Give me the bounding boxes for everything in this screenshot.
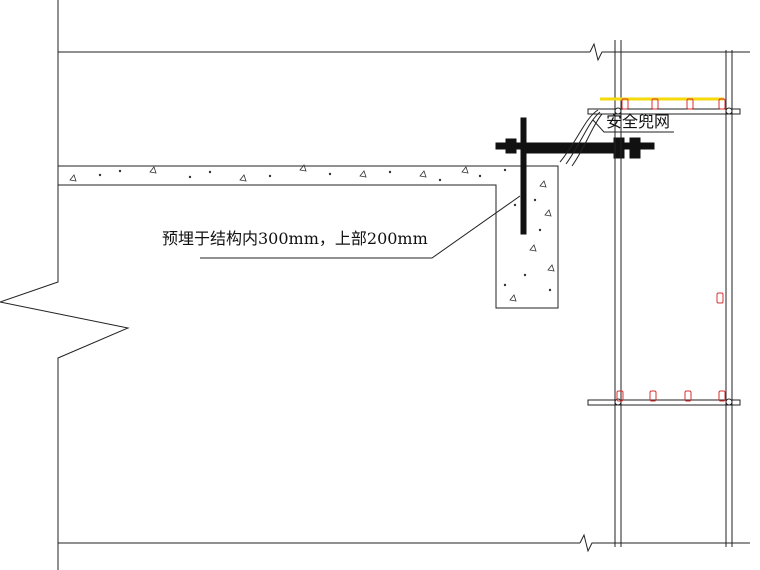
aggregate-triangle bbox=[539, 180, 547, 188]
aggregate-dot bbox=[503, 283, 507, 287]
aggregate-dot bbox=[478, 174, 482, 178]
aggregate-dot bbox=[98, 173, 102, 177]
aggregate-dot bbox=[503, 168, 507, 172]
aggregate-dot bbox=[438, 178, 442, 182]
tie-line bbox=[559, 109, 599, 163]
anchor-vertical-bar bbox=[520, 117, 527, 235]
coupler-icon bbox=[684, 390, 692, 402]
aggregate-triangle bbox=[544, 209, 552, 217]
lower-break-mark bbox=[579, 533, 750, 553]
embed-leader bbox=[200, 195, 521, 259]
aggregate-dot bbox=[118, 169, 122, 173]
building-wall-with-break-line bbox=[0, 0, 130, 570]
aggregate-triangle bbox=[461, 166, 469, 174]
fitting bbox=[725, 398, 733, 406]
aggregate-dot bbox=[523, 273, 527, 277]
aggregate-triangle bbox=[547, 264, 555, 272]
aggregate-dot bbox=[188, 175, 192, 179]
anchor-nut-right-1 bbox=[613, 137, 625, 159]
lower-ledger bbox=[587, 399, 741, 406]
aggregate-dot bbox=[533, 198, 537, 202]
safety-net-label: 安全兜网 bbox=[606, 112, 670, 131]
aggregate-triangle bbox=[359, 170, 367, 178]
embedded-anchor bbox=[495, 117, 655, 235]
aggregate-triangle bbox=[419, 170, 427, 178]
tie-line bbox=[565, 111, 601, 165]
aggregate-dot bbox=[513, 203, 517, 207]
net-tie-lines bbox=[559, 109, 603, 167]
net-leader bbox=[592, 119, 674, 133]
aggregate-triangle bbox=[529, 244, 537, 252]
aggregate-dot bbox=[328, 172, 332, 176]
fitting bbox=[614, 107, 622, 115]
coupler-icon bbox=[718, 98, 726, 110]
aggregate-dot bbox=[548, 288, 552, 292]
concrete-slab-and-beam bbox=[57, 165, 559, 309]
coupler-icon bbox=[649, 390, 657, 402]
coupler-icon bbox=[716, 292, 724, 304]
coupler-icon bbox=[616, 390, 624, 402]
leader-lines bbox=[200, 119, 674, 259]
aggregate-triangle bbox=[69, 174, 77, 182]
floor-lines bbox=[58, 42, 750, 553]
upper-break-mark bbox=[589, 42, 750, 62]
coupler-icon bbox=[651, 98, 659, 110]
coupler-icon bbox=[621, 98, 629, 110]
aggregate-dot bbox=[268, 174, 272, 178]
upper-ledger bbox=[587, 108, 741, 115]
slab-edge-beam-outline bbox=[57, 165, 559, 309]
coupler-icon bbox=[686, 98, 694, 110]
scaffold-frame bbox=[587, 40, 741, 547]
embed-note-label: 预埋于结构内300mm，上部200mm bbox=[162, 229, 428, 248]
aggregate-triangle bbox=[239, 174, 247, 182]
tie-line bbox=[571, 113, 603, 167]
aggregate-triangle bbox=[149, 166, 157, 174]
anchor-nut-right-2 bbox=[629, 137, 641, 159]
aggregate-dot bbox=[208, 170, 212, 174]
anchor-nut-left bbox=[505, 138, 517, 154]
coupler-icon bbox=[718, 390, 726, 402]
aggregate-dot bbox=[538, 228, 542, 232]
concrete-aggregate-hatching bbox=[69, 164, 555, 302]
scaffold-couplers bbox=[616, 98, 726, 402]
anchor-second-bar bbox=[525, 149, 617, 154]
building-outline bbox=[0, 0, 130, 570]
aggregate-dot bbox=[388, 170, 392, 174]
aggregate-triangle bbox=[509, 294, 517, 302]
fitting bbox=[614, 398, 622, 406]
aggregate-triangle bbox=[299, 164, 307, 172]
fitting bbox=[725, 107, 733, 115]
anchor-horizontal-bar bbox=[495, 142, 655, 150]
